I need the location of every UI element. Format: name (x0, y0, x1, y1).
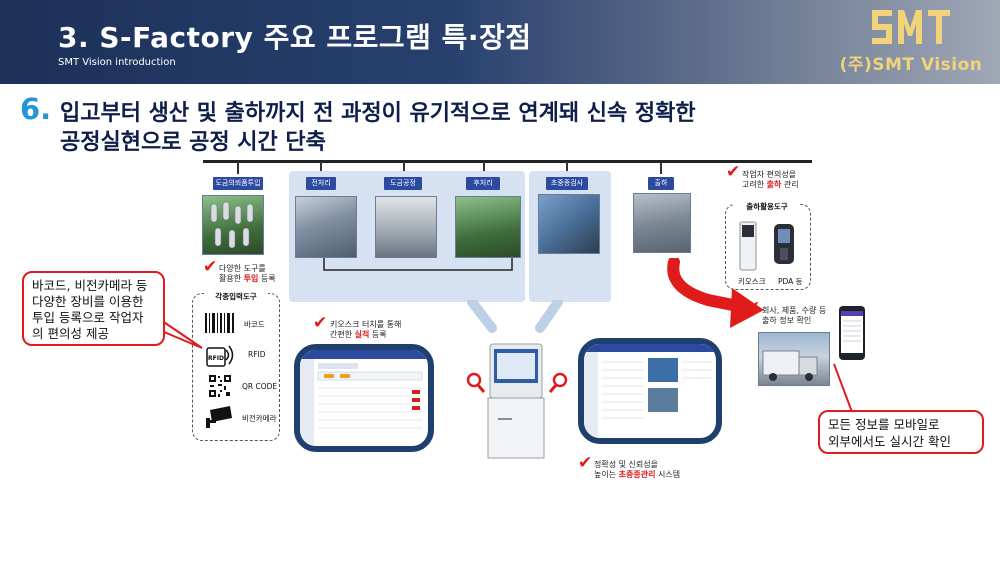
quality-note: 정확성 및 신뢰성을 높이는 초중종관리 시스템 (594, 460, 680, 480)
input-tools-title: 각종입력도구 (204, 290, 268, 303)
arrow-to-shipping-icon (667, 258, 764, 328)
tool-label-vision: 비전카메라 (242, 414, 277, 423)
kiosk-screen-left (294, 344, 434, 452)
kiosk-note: 키오스크 터치를 통해 간편한 실적 등록 (330, 320, 401, 340)
text: 시스템 (655, 470, 681, 479)
qr-code-icon (208, 374, 232, 398)
kiosk-device (466, 300, 568, 459)
confirm-note-line-2: 출하 정보 확인 (762, 316, 812, 325)
text: 등록 (258, 274, 276, 283)
shipping-devices (739, 221, 794, 271)
kiosk-note-line-1: 키오스크 터치를 통해 (330, 320, 402, 329)
process-flow-line (203, 160, 812, 163)
rfid-icon-text: RFID (208, 355, 224, 362)
photo-shipping (633, 193, 691, 253)
right-callout-line: 외부에서도 실시간 확인 (828, 434, 951, 449)
vision-camera-icon (206, 406, 232, 428)
text: 활용한 (219, 274, 244, 283)
quality-note-line-1: 정확성 및 신뢰성을 (594, 460, 658, 469)
shipping-note-line-2: 고려한 출하 관리 (742, 180, 799, 190)
check-mark-icon: ✔ (746, 298, 761, 318)
photo-plating (375, 196, 437, 258)
stage-tag-plating: 도금공정 (384, 177, 422, 190)
input-note: 다양한 도구를 활용한 투입 등록 (219, 264, 276, 284)
slide-title: 3. S-Factory 주요 프로그램 특·장점 (58, 21, 532, 54)
text: 높이는 (594, 470, 619, 479)
check-mark-icon: ✔ (203, 257, 218, 277)
flow-stub (320, 162, 322, 174)
tool-label-rfid: RFID (248, 350, 266, 359)
logo-text: (주)SMT Vision (839, 55, 983, 75)
flow-stub (483, 162, 485, 174)
parts-image (210, 201, 254, 249)
input-note-line-2: 활용한 투입 등록 (219, 274, 276, 284)
shipping-tools-box (725, 204, 811, 290)
smt-logo-mark-icon (872, 10, 950, 44)
confirm-note-line-1: 회사, 제품, 수량 등 (762, 306, 827, 315)
text: 등록 (369, 330, 387, 339)
right-callout: 모든 정보를 모바일로 외부에서도 실시간 확인 (818, 410, 984, 454)
photo-inspection (538, 194, 600, 254)
stage-bracket (323, 258, 513, 271)
kiosk-ui-mockup (300, 350, 428, 446)
photo-input-parts (202, 195, 264, 255)
company-logo: (주)SMT Vision (836, 6, 986, 80)
headline-line-2: 공정실현으로 공정 시간 단축 (60, 130, 326, 155)
quality-note-line-2: 높이는 초중종관리 시스템 (594, 470, 680, 480)
stage-tag-shipping: 출하 (648, 177, 674, 190)
tool-label-qr: QR CODE (242, 382, 278, 391)
text: 고려한 (742, 180, 767, 189)
left-callout-line: 투입 등록으로 작업자 (32, 310, 144, 325)
tool-label-kiosk: 키오스크 (738, 277, 766, 286)
highlight: 실적 (354, 330, 370, 339)
left-callout: 바코드, 비전카메라 등 다양한 장비를 이용한 투입 등록으로 작업자 의 편… (22, 271, 165, 346)
left-callout-line: 바코드, 비전카메라 등 (32, 278, 148, 293)
stage-tag-posttreat: 후처리 (466, 177, 500, 190)
quality-ui-mockup (584, 344, 716, 438)
truck-image (762, 350, 818, 381)
confirm-note: 회사, 제품, 수량 등 출하 정보 확인 (762, 306, 826, 326)
shipping-tools-title: 출하활용도구 (734, 200, 800, 213)
check-mark-icon: ✔ (313, 313, 328, 333)
highlight: 출하 (766, 180, 782, 189)
photo-posttreatment (455, 196, 521, 258)
left-callout-line: 의 편의성 제공 (32, 326, 109, 341)
stage-tag-pretreat: 전처리 (306, 177, 336, 190)
highlight: 투입 (243, 274, 259, 283)
rfid-icon: RFID (206, 345, 234, 367)
stage-tag-inspection: 초중종검사 (546, 177, 588, 190)
stage-tag-input: 도금의뢰품투입 (213, 177, 263, 190)
shipping-note-line-1: 작업자 편의성을 (742, 170, 797, 179)
tool-label-pda: PDA 등 (778, 277, 803, 286)
mobile-phone-icon (839, 306, 865, 360)
highlight: 초중종관리 (618, 470, 656, 479)
headline-number: 6. (20, 92, 52, 126)
text: 간편한 (330, 330, 355, 339)
flow-stub (237, 162, 239, 174)
kiosk-note-line-2: 간편한 실적 등록 (330, 330, 401, 340)
input-note-line-1: 다양한 도구를 (219, 264, 266, 273)
flow-stub (403, 162, 405, 174)
photo-shipping-truck (758, 332, 830, 386)
headline-line-1: 입고부터 생산 및 출하까지 전 과정이 유기적으로 연계돼 신속 정확한 (60, 101, 696, 126)
slide-subtitle: SMT Vision introduction (58, 57, 176, 68)
check-mark-icon: ✔ (726, 162, 741, 182)
shipping-note: 작업자 편의성을 고려한 출하 관리 (742, 170, 799, 190)
right-callout-line: 모든 정보를 모바일로 (828, 417, 940, 432)
input-tools-box (192, 293, 280, 441)
photo-pretreatment (295, 196, 357, 258)
check-mark-icon: ✔ (578, 453, 593, 473)
kiosk-screen-right (578, 338, 722, 444)
header-banner: 3. S-Factory 주요 프로그램 특·장점 SMT Vision int… (0, 0, 1000, 84)
left-callout-line: 다양한 장비를 이용한 (32, 294, 144, 309)
tool-label-barcode: 바코드 (244, 320, 265, 329)
barcode-icon (205, 313, 234, 333)
text: 관리 (781, 180, 799, 189)
flow-stub (566, 162, 568, 174)
flow-stub (660, 162, 662, 174)
